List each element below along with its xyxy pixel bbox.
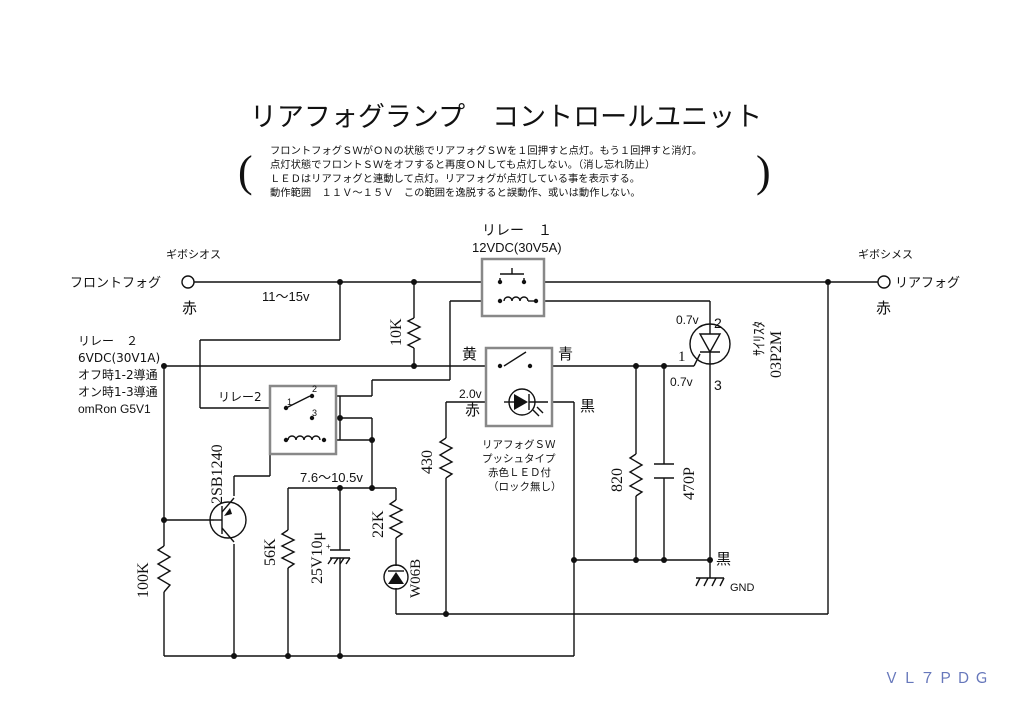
diode-label: W06B <box>408 559 424 598</box>
thyristor-pin-1: 1 <box>678 349 686 365</box>
transistor-2sb1240 <box>209 497 247 543</box>
resistor-10k <box>406 317 422 349</box>
relay-2-pin-2: 2 <box>312 384 317 394</box>
switch-desc-1: リアフォグＳＷ <box>482 438 556 451</box>
relay-2-note-5: omRon G5V1 <box>78 402 151 416</box>
relay-1-rating: 12VDC(30V5A) <box>472 240 562 255</box>
capacitor-470p <box>654 463 674 479</box>
right-signal-label: リアフォグ <box>895 276 960 291</box>
left-signal-label: フロントフォグ <box>70 276 161 291</box>
resistor-100k <box>156 545 172 593</box>
description-bracket-left: ( <box>238 147 253 196</box>
gate-voltage-top: 0.7v <box>676 313 699 327</box>
resistor-22k-label: 22K <box>370 510 387 538</box>
resistor-430 <box>438 437 454 479</box>
thyristor-kind-label: ｻｲﾘｽﾀ <box>752 321 768 356</box>
thyristor-pin-3: 3 <box>714 377 722 393</box>
switch-black-label: 黒 <box>580 397 595 415</box>
switch-desc-3: 赤色ＬＥＤ付 <box>488 466 551 479</box>
right-color-label: 赤 <box>876 299 891 317</box>
relay-2-pin-1: 1 <box>287 397 292 407</box>
regulated-voltage-label: 7.6～10.5v <box>300 470 363 485</box>
relay-1-label: リレー １ <box>482 223 552 239</box>
relay-2 <box>268 384 338 456</box>
rear-fog-switch <box>484 346 554 428</box>
ground-label: GND <box>730 582 755 594</box>
relay-2-note-1: リレー ２ <box>78 334 138 348</box>
ground-color-label: 黒 <box>716 550 731 568</box>
capacitor-25v10u-label: 25V10μ <box>309 532 326 584</box>
description-line-1: フロントフォグＳＷがＯＮの状態でリアフォグＳＷを１回押すと点灯。もう１回押すと消… <box>270 144 702 157</box>
left-connector-label: ギボシオス <box>166 248 221 261</box>
led-voltage-label: 2.0v <box>459 387 482 401</box>
thyristor-pin-2: 2 <box>714 315 722 331</box>
diode-w06b <box>383 564 409 590</box>
relay-2-note-3: オフ時1-2導通 <box>78 368 158 382</box>
description-line-4: 動作範囲 １１Ｖ～１５Ｖ この範囲を逸脱すると誤動作、或いは動作しない。 <box>270 186 641 199</box>
switch-yellow-label: 黄 <box>462 345 477 363</box>
ground-symbol <box>695 577 725 587</box>
capacitor-470p-label: 470P <box>681 467 698 500</box>
signature: ＶＬ７ＰＤＧ <box>884 669 992 687</box>
rear-fog-terminal <box>877 275 891 289</box>
supply-voltage-label: 11～15v <box>262 289 310 304</box>
description-line-2: 点灯状態でフロントＳＷをオフすると再度ＯＮしても点灯しない。（消し忘れ防止） <box>270 158 655 171</box>
switch-desc-2: プッシュタイプ <box>482 453 556 465</box>
resistor-820 <box>628 453 644 497</box>
switch-red-label: 赤 <box>465 401 480 419</box>
capacitor-25v10u: + <box>326 542 351 565</box>
resistor-56k <box>280 529 296 569</box>
relay-2-note-4: オン時1-3導通 <box>78 385 158 399</box>
resistor-10k-label: 10K <box>388 318 405 346</box>
resistor-430-label: 430 <box>419 450 436 474</box>
resistor-56k-label: 56K <box>262 538 279 566</box>
gate-voltage-bottom: 0.7v <box>670 375 693 389</box>
left-color-label: 赤 <box>182 299 197 317</box>
svg-text:+: + <box>326 542 331 551</box>
right-connector-label: ギボシメス <box>858 248 913 261</box>
transistor-label: 2SB1240 <box>209 444 226 504</box>
resistor-820-label: 820 <box>609 468 626 492</box>
relay-2-label: リレー2 <box>218 390 262 404</box>
thyristor-part-label: 03P2M <box>768 331 785 378</box>
relay-2-pin-3: 3 <box>312 408 317 418</box>
switch-desc-4: （ロック無し） <box>488 480 562 493</box>
description-line-3: ＬＥＤはリアフォグと連動して点灯。リアフォグが点灯している事を表示する。 <box>270 172 640 185</box>
switch-blue-label: 青 <box>558 345 573 363</box>
junction-dots <box>161 279 831 659</box>
relay-1 <box>480 257 546 318</box>
thyristor <box>689 323 731 365</box>
page-title: リアフォグランプ コントロールユニット <box>250 102 762 132</box>
front-fog-terminal <box>181 275 195 289</box>
resistor-22k <box>388 499 404 539</box>
resistor-100k-label: 100K <box>135 562 152 598</box>
relay-2-note-2: 6VDC(30V1A) <box>78 351 160 365</box>
description-bracket-right: ) <box>756 147 771 196</box>
